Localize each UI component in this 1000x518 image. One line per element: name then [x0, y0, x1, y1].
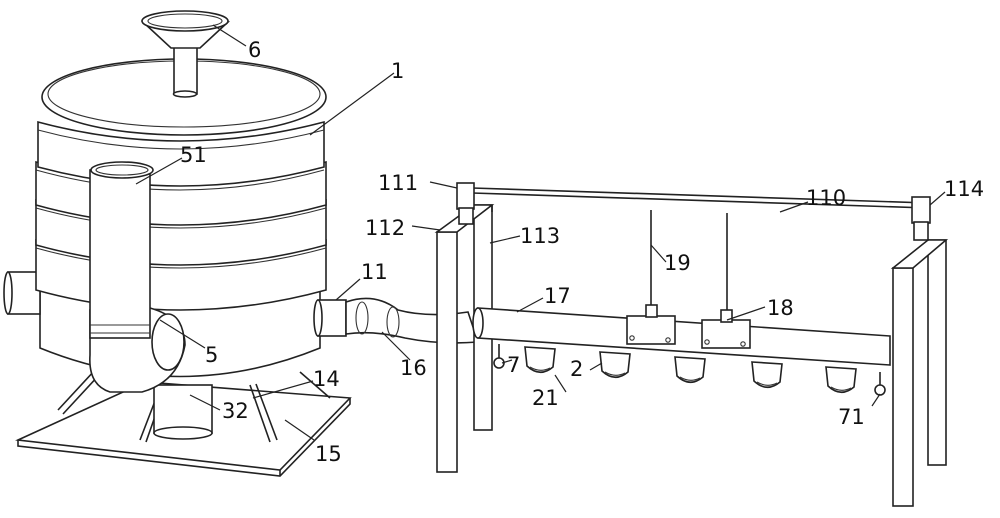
- label-19: 19: [664, 251, 691, 275]
- reference-labels: 6 1 51 5 11 16 14 15 32 17 19 18 110 111…: [180, 38, 984, 466]
- label-6: 6: [248, 38, 261, 62]
- bottom-outlet: [153, 384, 213, 440]
- label-114: 114: [944, 177, 984, 201]
- label-1: 1: [391, 59, 404, 83]
- label-18: 18: [767, 296, 794, 320]
- label-2: 2: [570, 357, 583, 381]
- label-7: 7: [507, 353, 520, 377]
- leader-lines: [135, 24, 946, 441]
- label-14: 14: [313, 367, 340, 391]
- spray-nozzles: [524, 346, 857, 394]
- label-113: 113: [520, 224, 560, 248]
- feed-funnel: [140, 10, 231, 98]
- label-71: 71: [838, 405, 865, 429]
- label-110: 110: [806, 186, 846, 210]
- frame-right: [890, 239, 949, 507]
- hanging-rods: [650, 210, 728, 312]
- label-16: 16: [400, 356, 427, 380]
- label-51: 51: [180, 143, 207, 167]
- label-32: 32: [222, 399, 249, 423]
- label-21: 21: [532, 386, 559, 410]
- label-5: 5: [205, 343, 218, 367]
- riser-pipe: [89, 161, 186, 393]
- support-legs: [57, 369, 331, 443]
- label-15: 15: [315, 442, 342, 466]
- spray-pipe: [472, 307, 891, 366]
- label-17: 17: [544, 284, 571, 308]
- pipe-clamps: [626, 304, 751, 349]
- label-112: 112: [365, 216, 405, 240]
- label-111: 111: [378, 171, 418, 195]
- top-rail: [456, 182, 931, 241]
- label-11: 11: [361, 260, 388, 284]
